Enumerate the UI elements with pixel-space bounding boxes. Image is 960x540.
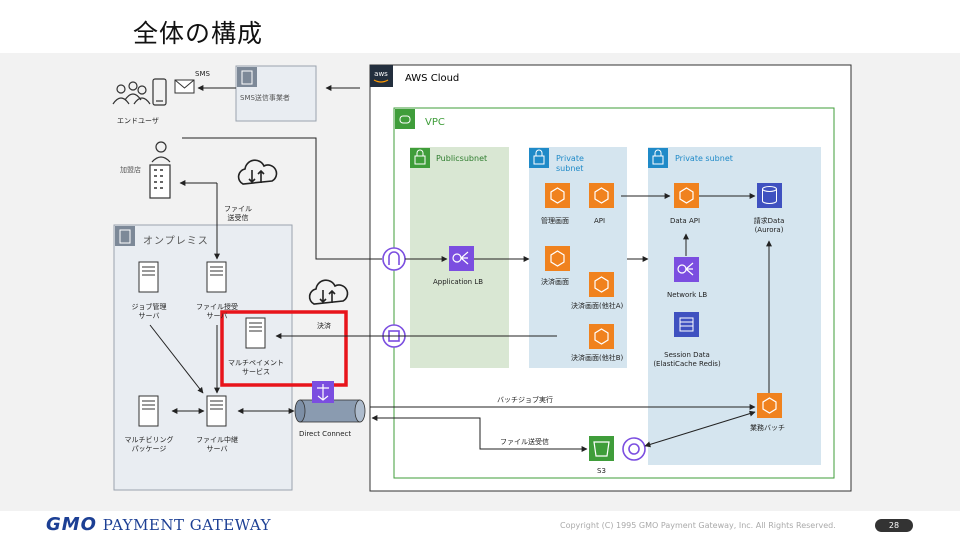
direct-connect-label: Direct Connect bbox=[299, 430, 352, 438]
vpc-icon bbox=[395, 109, 415, 129]
public-subnet-label: Publicsubnet bbox=[436, 154, 488, 163]
payment-b-label: 決済画面(他社B) bbox=[571, 354, 624, 362]
vpc-box bbox=[393, 107, 835, 479]
merchant-label: 加盟店 bbox=[120, 166, 141, 174]
business-batch-label: 業務バッチ bbox=[750, 424, 785, 432]
multipayment-server-icon bbox=[245, 317, 266, 349]
private-subnet-1-lock-icon bbox=[529, 148, 549, 168]
page-number: 28 bbox=[875, 519, 913, 532]
s3-endpoint-icon bbox=[622, 437, 646, 461]
sms-label: SMS bbox=[195, 70, 210, 78]
highlight-box bbox=[220, 310, 348, 387]
private-subnet-2-label: Private subnet bbox=[675, 154, 733, 163]
merchant-icon bbox=[149, 141, 171, 199]
private-subnet-2-lock-icon bbox=[648, 148, 668, 168]
payment-b-icon bbox=[589, 324, 614, 349]
s3-label: S3 bbox=[597, 467, 606, 475]
cloud-transfer-icon bbox=[237, 159, 278, 185]
cloud-settlement-icon bbox=[308, 279, 349, 305]
internet-gateway-icon bbox=[382, 247, 406, 271]
alb-icon bbox=[449, 246, 474, 271]
settlement-label: 決済 bbox=[317, 322, 331, 330]
logo-gmo: GMO bbox=[46, 514, 97, 535]
api-icon bbox=[589, 183, 614, 208]
end-user-label: エンドユーザ bbox=[117, 117, 159, 125]
end-user-icon bbox=[112, 78, 167, 106]
network-lb-label: Network LB bbox=[667, 291, 708, 299]
file-server-icon bbox=[206, 261, 227, 293]
elasticache-icon bbox=[674, 312, 699, 337]
billing-data-label: 請求Data (Aurora) bbox=[753, 217, 785, 234]
aurora-icon bbox=[757, 183, 782, 208]
onpremise-label: オンプレミス bbox=[143, 236, 209, 247]
payment-screen-icon bbox=[545, 246, 570, 271]
file-server-label: ファイル授受 サーバ bbox=[196, 303, 238, 320]
admin-screen-icon bbox=[545, 183, 570, 208]
copyright-text: Copyright (C) 1995 GMO Payment Gateway, … bbox=[560, 521, 836, 530]
admin-screen-label: 管理画面 bbox=[541, 217, 569, 225]
file-sendrecv-label: ファイル送受信 bbox=[500, 438, 549, 446]
private-subnet-1-label: Private subnet bbox=[556, 154, 584, 173]
data-api-icon bbox=[674, 183, 699, 208]
data-api-label: Data API bbox=[670, 217, 701, 225]
payment-a-icon bbox=[589, 272, 614, 297]
network-lb-icon bbox=[674, 257, 699, 282]
file-transfer-label: ファイル 送受信 bbox=[224, 205, 252, 222]
svg-text:aws: aws bbox=[374, 70, 388, 78]
payment-screen-label: 決済画面 bbox=[541, 278, 569, 286]
s3-icon bbox=[589, 436, 614, 461]
session-data-label: Session Data (ElastiCache Redis) bbox=[653, 351, 721, 368]
aws-cloud-label: AWS Cloud bbox=[405, 73, 460, 84]
sms-provider-label: SMS送信事業者 bbox=[240, 94, 290, 102]
public-subnet-lock-icon bbox=[410, 148, 430, 168]
multipayment-label: マルチペイメント サービス bbox=[228, 359, 284, 376]
alb-label: Application LB bbox=[433, 278, 484, 286]
relay-server-icon bbox=[206, 395, 227, 427]
multibilling-label: マルチビリング パッケージ bbox=[124, 436, 174, 453]
private-subnet-2-box bbox=[648, 147, 821, 465]
vpc-label: VPC bbox=[425, 117, 445, 128]
relay-server-label: ファイル中継 サーバ bbox=[196, 436, 238, 453]
batch-job-label: バッチジョブ実行 bbox=[497, 396, 553, 404]
api-label: API bbox=[594, 217, 606, 225]
job-server-label: ジョブ管理 サーバ bbox=[131, 303, 167, 320]
mail-icon bbox=[174, 79, 195, 94]
payment-a-label: 決済画面(他社A) bbox=[571, 302, 624, 310]
job-server-icon bbox=[138, 261, 159, 293]
company-logo: GMO PAYMENT GATEWAY bbox=[46, 514, 271, 535]
business-batch-icon bbox=[757, 393, 782, 418]
logo-payment-gateway: PAYMENT GATEWAY bbox=[102, 516, 272, 534]
multibilling-server-icon bbox=[138, 395, 159, 427]
page-title: 全体の構成 bbox=[133, 19, 264, 48]
direct-connect-icon bbox=[294, 381, 366, 423]
